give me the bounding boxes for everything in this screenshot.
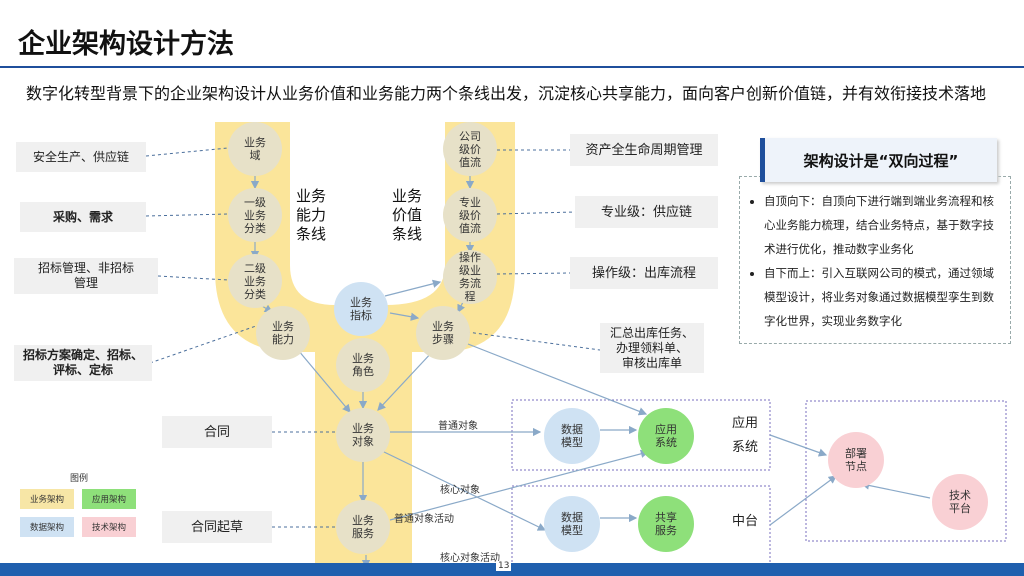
label-asset-lifecycle: 资产全生命周期管理 [570, 134, 718, 166]
two-way-process-card: 自顶向下：自顶向下进行端到端业务流程和核心业务能力梳理，结合业务特点，基于数字技… [739, 176, 1011, 344]
edge-label-core-object: 核心对象 [440, 485, 480, 496]
edge-label-core-object-activity: 核心对象活动 [440, 553, 500, 564]
label-tender-process: 招标方案确定、招标、 评标、定标 [14, 345, 152, 381]
node-business-domain: 业务 域 [228, 122, 282, 176]
legend-data-arch: 数据架构 [20, 517, 74, 537]
node-business-object: 业务 对象 [336, 408, 390, 462]
intro-text: 数字化转型背景下的企业架构设计从业务价值和业务能力两个条线出发，沉淀核心共享能力… [26, 84, 987, 103]
label-contract-draft: 合同起草 [162, 511, 272, 543]
label-contract: 合同 [162, 416, 272, 448]
node-data-model-2: 数据 模型 [544, 496, 600, 552]
legend-title: 图例 [70, 474, 89, 484]
legend-app-arch: 应用架构 [82, 489, 136, 509]
node-deploy: 部署 节点 [828, 432, 884, 488]
node-business-step: 业务 步骤 [416, 306, 470, 360]
label-procurement-demand: 采购、需求 [20, 202, 146, 232]
value-line-label: 业务 价值 条线 [392, 187, 423, 243]
label-tender-management: 招标管理、非招标 管理 [14, 258, 158, 294]
page-number: 13 [496, 561, 512, 571]
node-business-indicator: 业务 指标 [334, 282, 388, 336]
label-safety-supply: 安全生产、供应链 [16, 142, 146, 172]
node-level1-category: 一级 业务 分类 [228, 188, 282, 242]
node-level2-category: 二级 业务 分类 [228, 254, 282, 308]
capability-line-label: 业务 能力 条线 [296, 187, 327, 243]
node-business-role: 业务 角色 [336, 338, 390, 392]
node-business-capability: 业务 能力 [256, 306, 310, 360]
page-title: 企业架构设计方法 [18, 29, 234, 60]
legend-business-arch: 业务架构 [20, 489, 74, 509]
label-operational-outbound: 操作级：出库流程 [570, 257, 718, 289]
node-corporate-value-stream: 公司 级价 值流 [443, 122, 497, 176]
node-data-model-1: 数据 模型 [544, 408, 600, 464]
edge-label-normal-object: 普通对象 [438, 421, 478, 432]
group-label-app-system: 应用 系统 [732, 416, 759, 455]
title-divider [0, 66, 1024, 68]
node-shared-service: 共享 服务 [638, 496, 694, 552]
footer-bar [0, 563, 1024, 576]
node-business-service: 业务 服务 [336, 500, 390, 554]
node-tech-platform: 技术 平台 [932, 474, 988, 530]
node-app-system: 应用 系统 [638, 408, 694, 464]
node-professional-value-stream: 专业 级价 值流 [443, 188, 497, 242]
label-outbound-tasks: 汇总出库任务、 办理领料单、 审核出库单 [600, 323, 704, 373]
group-label-middle-platform: 中台 [732, 514, 759, 529]
edge-label-normal-object-activity: 普通对象活动 [394, 514, 454, 525]
card-bullet-top-down: 自顶向下：自顶向下进行端到端业务流程和核心业务能力梳理，结合业务特点，基于数字技… [764, 189, 1002, 261]
legend-tech-arch: 技术架构 [82, 517, 136, 537]
label-professional-supply: 专业级：供应链 [575, 196, 718, 228]
card-title: 架构设计是“双向过程” [760, 138, 997, 182]
card-bullet-bottom-up: 自下而上：引入互联网公司的模式，通过领域模型设计，将业务对象通过数据模型孪生到数… [764, 261, 1002, 333]
node-operational-process: 操作 级业 务流 程 [443, 250, 497, 304]
